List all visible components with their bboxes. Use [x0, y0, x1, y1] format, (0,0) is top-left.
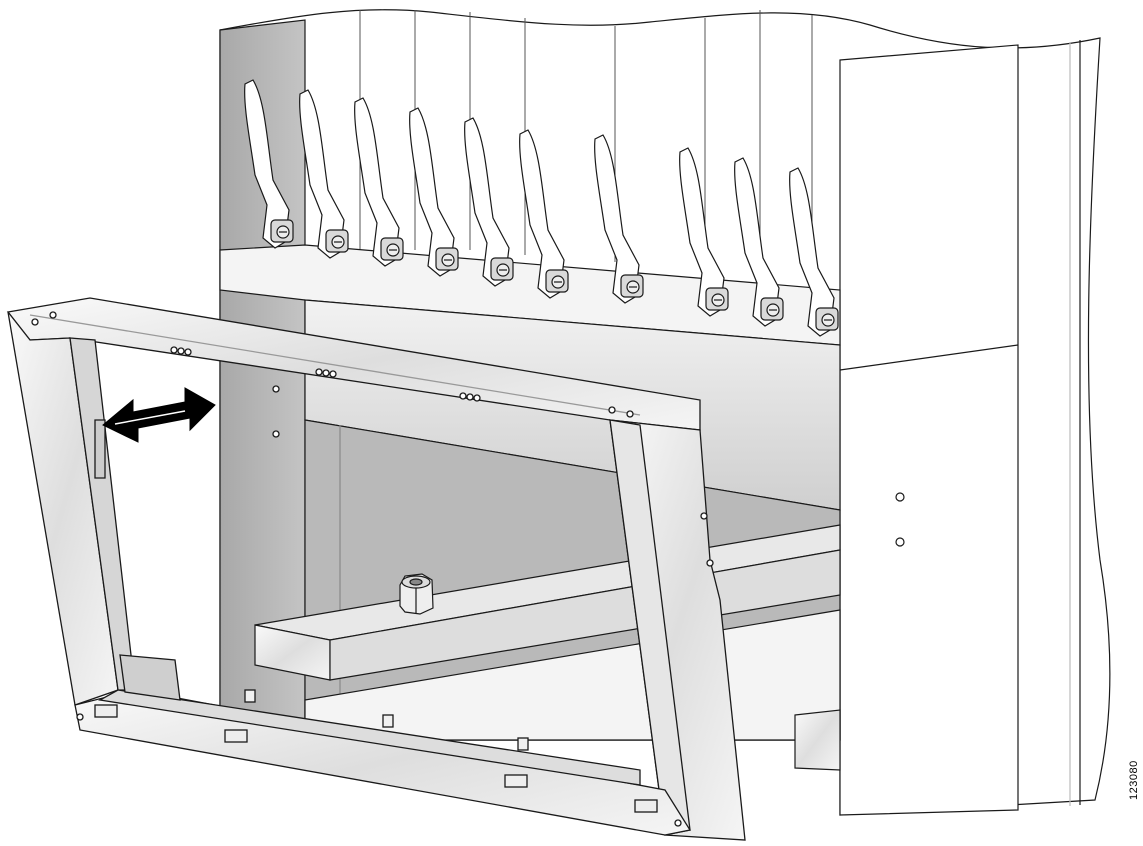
ejector-lever-icon — [244, 79, 294, 249]
chassis-side-panel — [839, 44, 1019, 816]
ejector-lever-icon — [354, 97, 404, 267]
hex-nut-icon — [399, 573, 434, 615]
ejector-lever-icon — [734, 157, 784, 327]
ejector-lever-icon — [519, 129, 569, 299]
cable-management-frame — [6, 297, 746, 841]
ejector-lever-icon — [679, 147, 729, 317]
frame-left-bracket — [94, 419, 106, 479]
ejector-lever-icon — [789, 167, 839, 337]
ejector-lever-icon — [409, 107, 459, 277]
ejector-lever-icon — [594, 134, 644, 304]
double-headed-arrow-icon — [102, 387, 216, 443]
frame-holes — [31, 311, 714, 827]
lower-opening — [794, 709, 841, 771]
figure-id-label: 123080 — [1128, 760, 1140, 800]
ejector-levers — [244, 79, 839, 337]
ejector-lever-icon — [464, 117, 514, 287]
ejector-lever-icon — [299, 89, 349, 259]
